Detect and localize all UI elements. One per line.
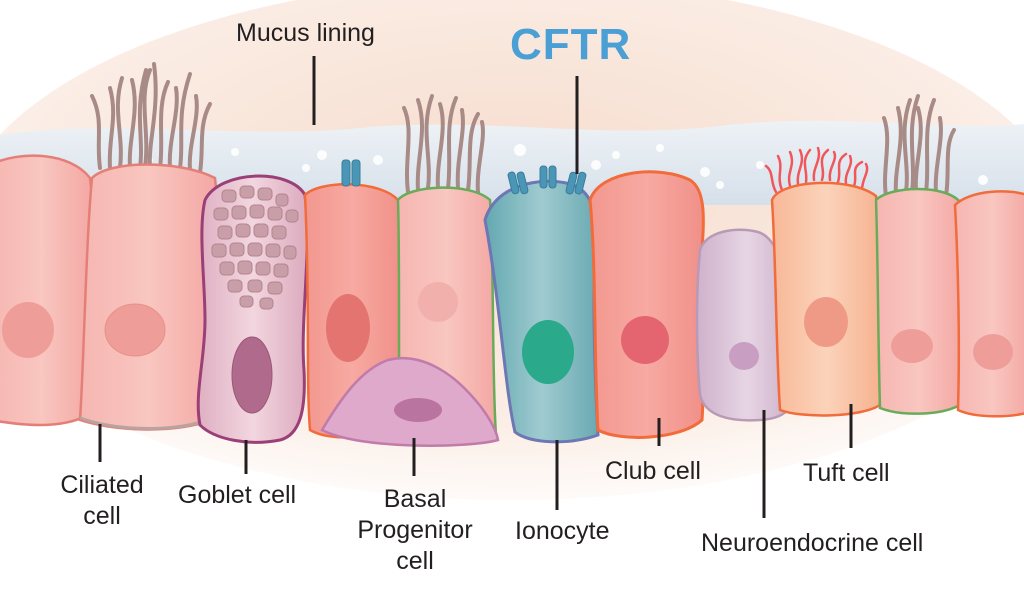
label-basal-line1: Basal	[383, 485, 447, 513]
cftr-expressing-cell-nucleus	[326, 294, 370, 362]
tuft-cell-microvilli	[764, 146, 869, 194]
leader-lines	[98, 56, 853, 518]
label-mucus-lining: Mucus lining	[236, 19, 375, 47]
partial-cell-right-nucleus	[973, 334, 1013, 370]
cilia-ciliated-cell	[90, 62, 212, 174]
label-basal-line2: Progenitor	[357, 516, 473, 544]
goblet-cell-nucleus	[231, 336, 273, 414]
label-club-cell: Club cell	[605, 457, 701, 485]
label-goblet-cell: Goblet cell	[178, 481, 297, 509]
label-basal-line3: cell	[396, 547, 434, 575]
cilia-second-ciliated-cell	[402, 94, 485, 194]
partial-cell-right	[953, 190, 1024, 418]
goblet-mucin-granules	[211, 185, 299, 310]
tuft-cell-nucleus	[804, 297, 848, 347]
club-cell	[588, 170, 705, 439]
partial-cell-left	[0, 154, 95, 427]
ciliated-cell-nucleus	[104, 303, 166, 357]
cilia-third-ciliated-cell	[882, 94, 956, 198]
ciliated-cell	[78, 163, 220, 431]
label-ciliated-cell: Ciliated cell	[50, 470, 154, 532]
club-cell-nucleus	[621, 316, 669, 364]
label-cftr: CFTR	[510, 20, 632, 69]
label-ciliated-cell-line1: Ciliated	[60, 471, 144, 499]
second-ciliated-cell-nucleus	[418, 282, 458, 322]
label-neuroendocrine-cell: Neuroendocrine cell	[701, 529, 924, 557]
ionocyte-nucleus	[522, 320, 574, 384]
label-ionocyte: Ionocyte	[515, 517, 610, 545]
label-tuft-cell: Tuft cell	[803, 459, 890, 487]
basal-progenitor-cell-nucleus	[394, 398, 442, 422]
label-ciliated-cell-line2: cell	[83, 502, 121, 530]
partial-cell-left-nucleus	[2, 302, 54, 358]
ionocyte-cftr-channels	[507, 165, 587, 195]
label-basal-progenitor-cell: Basal Progenitor cell	[340, 484, 490, 577]
third-ciliated-cell-nucleus	[891, 329, 933, 363]
neuroendocrine-cell-nucleus	[729, 342, 759, 370]
third-ciliated-cell	[874, 187, 964, 415]
cftr-channel-icon	[341, 159, 361, 187]
